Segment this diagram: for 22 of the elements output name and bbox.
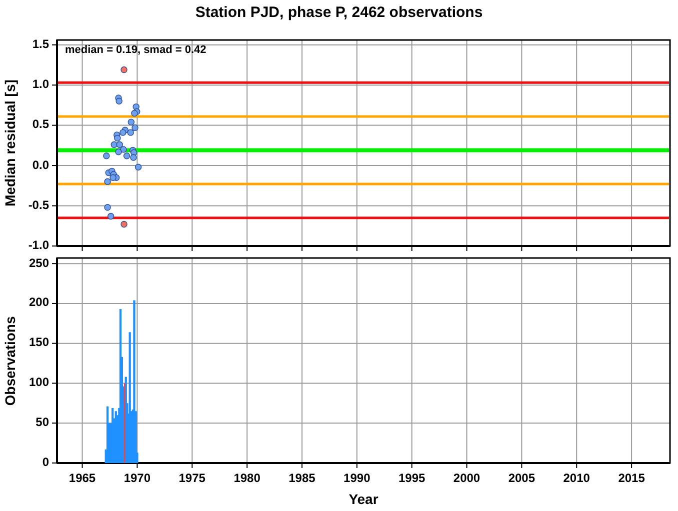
- y-tick-label: 0: [41, 455, 49, 469]
- y-tick-label: 250: [28, 256, 49, 270]
- x-tick-label: 1965: [68, 471, 97, 485]
- y-tick-label: -1.0: [27, 238, 49, 252]
- chart-title: Station PJD, phase P, 2462 observations: [194, 4, 484, 21]
- x-tick-label: 2005: [507, 471, 536, 485]
- x-tick-label: 1975: [178, 471, 206, 485]
- annotation-text: median = 0.19, smad = 0.42: [65, 44, 206, 56]
- x-tick-label: 2010: [562, 471, 591, 485]
- x-tick-label: 1980: [232, 471, 262, 485]
- y-tick-label: 1.5: [31, 36, 49, 51]
- x-tick-label: 2000: [452, 471, 482, 485]
- axis-label: Observations: [2, 316, 18, 406]
- x-tick-label: 2015: [617, 471, 646, 485]
- axis-label: Year: [348, 491, 380, 507]
- y-tick-label: 50: [34, 415, 49, 430]
- y-tick-label: 200: [28, 295, 49, 310]
- x-tick-label: 1990: [342, 471, 372, 485]
- axis-label: Median residual [s]: [2, 80, 18, 206]
- x-tick-label: 1970: [122, 471, 152, 485]
- x-tick-label: 1985: [288, 471, 316, 485]
- x-tick-label: 1995: [397, 471, 426, 485]
